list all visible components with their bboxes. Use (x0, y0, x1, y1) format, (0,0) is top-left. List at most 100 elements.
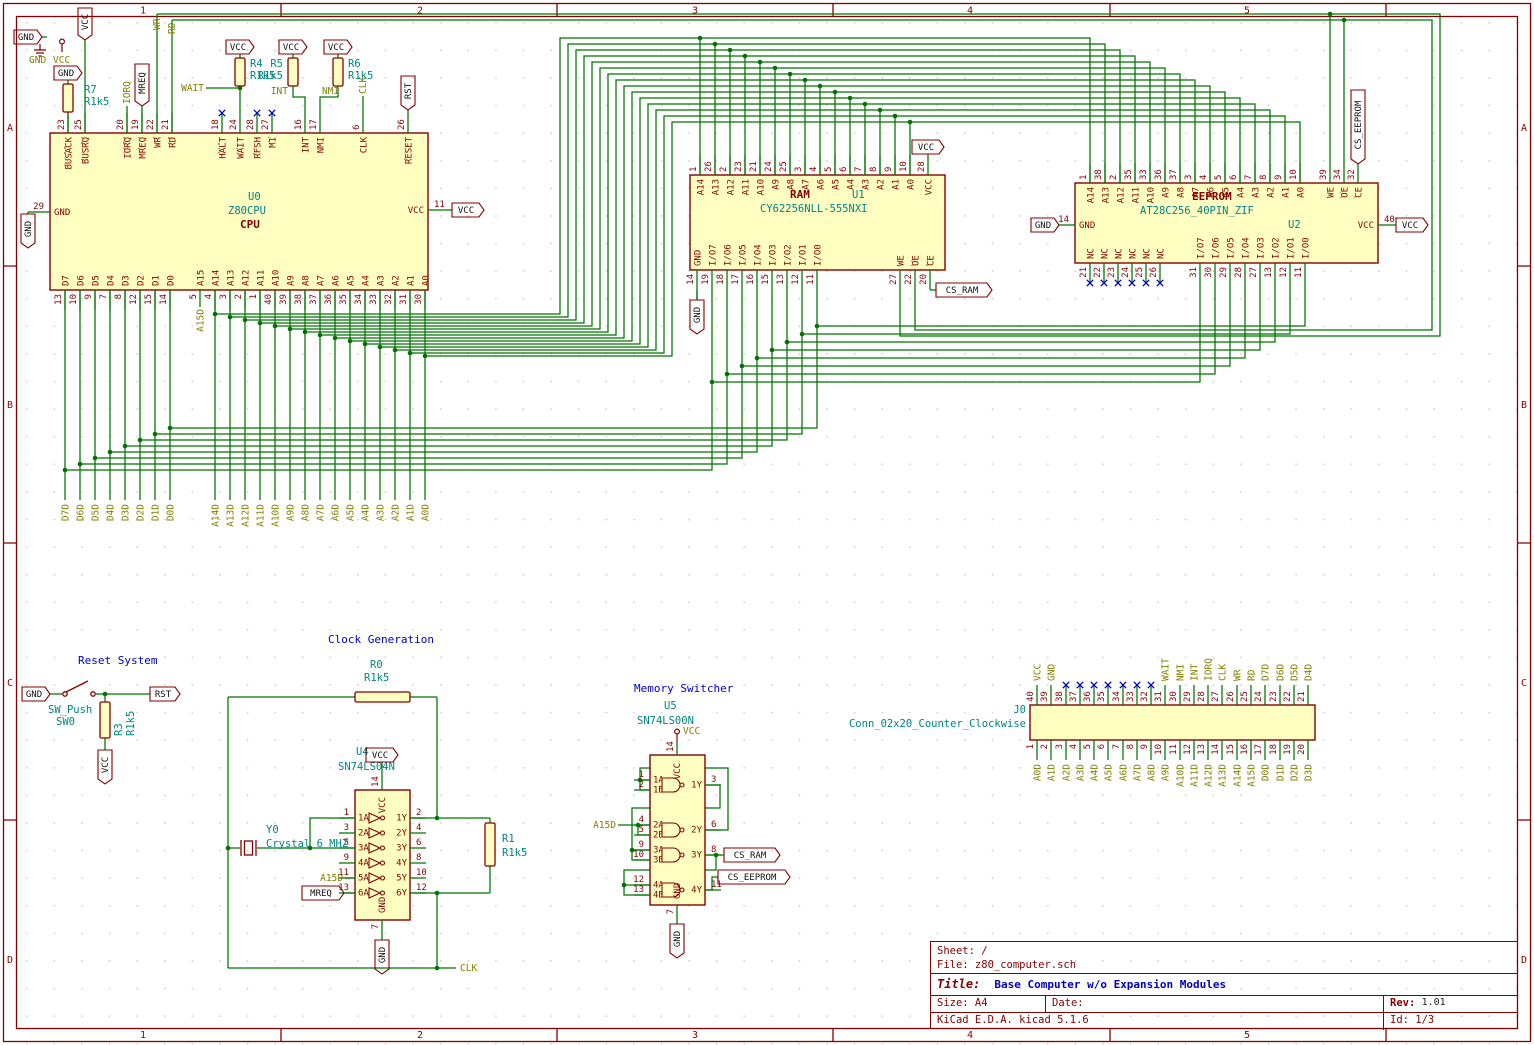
component-text[interactable]: Crystal 6 MHZ (266, 838, 348, 850)
net-label[interactable]: D1D (1276, 764, 1287, 781)
net-label[interactable]: A1D (1047, 764, 1058, 781)
component-text[interactable]: R5 (270, 58, 283, 70)
net-label[interactable]: A15D (320, 873, 343, 884)
net-label[interactable]: VCC (1033, 664, 1044, 681)
net-label[interactable]: INT (1190, 664, 1201, 681)
net-label[interactable]: RD (1247, 669, 1258, 681)
component-text[interactable]: R1 (502, 833, 515, 845)
net-label[interactable]: D3D (1304, 764, 1315, 781)
ram-text[interactable]: U1 (852, 189, 865, 201)
switch-icon[interactable] (91, 692, 95, 696)
net-label[interactable]: VCC (53, 55, 70, 66)
component-text[interactable]: R1k5 (364, 672, 389, 684)
r5-body[interactable] (288, 58, 298, 86)
net-label[interactable]: IORQ (1204, 658, 1215, 681)
ram-text[interactable]: RAM (790, 188, 810, 201)
net-label[interactable]: D1D (151, 504, 162, 521)
net-label[interactable]: A12D (1204, 764, 1215, 787)
component-text[interactable]: R1k5 (502, 847, 527, 859)
net-label[interactable]: CLK (1218, 664, 1229, 681)
net-label[interactable]: A15D (593, 820, 616, 831)
net-label[interactable]: GND (29, 55, 46, 66)
note-text[interactable]: Reset System (78, 654, 158, 667)
net-label[interactable]: NMI (1176, 664, 1187, 681)
u5-text[interactable]: VCC (673, 763, 683, 779)
net-label[interactable]: A7D (1133, 764, 1144, 781)
net-label[interactable]: A9D (1161, 764, 1172, 781)
net-label[interactable]: WR (152, 18, 163, 30)
component-text[interactable]: R6 (348, 58, 361, 70)
ram-text[interactable]: CY62256NLL-555NXI (760, 203, 867, 215)
net-label[interactable]: A14D (1233, 764, 1244, 787)
u4-text[interactable]: GND (378, 897, 388, 913)
net-label[interactable]: D4D (1304, 664, 1315, 681)
net-label[interactable]: D3D (121, 504, 132, 521)
net-label[interactable]: A11D (256, 504, 267, 527)
net-label[interactable]: D5D (91, 504, 102, 521)
net-label[interactable]: WAIT (181, 83, 204, 94)
component-text[interactable]: SW_Push (48, 704, 92, 716)
net-label[interactable]: A2D (1062, 764, 1073, 781)
component-text[interactable]: R7 (84, 84, 97, 96)
net-label[interactable]: D2D (136, 504, 147, 521)
net-label[interactable]: A11D (1190, 764, 1201, 787)
net-label[interactable]: A5D (1104, 764, 1115, 781)
net-label[interactable]: RD (167, 22, 178, 34)
net-label[interactable]: D7D (61, 504, 72, 521)
component-text[interactable]: R1k5 (84, 96, 109, 108)
j0-text[interactable]: Conn_02x20_Counter_Clockwise (849, 718, 1026, 730)
net-label[interactable]: A6D (331, 504, 342, 521)
component-text[interactable]: R3 (113, 723, 125, 736)
net-label[interactable]: A8D (1147, 764, 1158, 781)
r4-body[interactable] (235, 58, 245, 86)
net-label[interactable]: D4D (106, 504, 117, 521)
crystal-icon[interactable] (245, 841, 253, 855)
net-label[interactable]: WAIT (1161, 658, 1172, 681)
net-label[interactable]: A0D (421, 504, 432, 521)
net-label[interactable]: A13D (226, 504, 237, 527)
component-text[interactable]: R1k5 (125, 711, 137, 736)
r6-body[interactable] (333, 58, 343, 86)
net-label[interactable]: IORQ (122, 81, 133, 104)
net-label[interactable]: D0D (1261, 764, 1272, 781)
net-label[interactable]: WR (1233, 669, 1244, 681)
net-label[interactable]: A3D (1076, 764, 1087, 781)
r0-body[interactable] (355, 692, 410, 702)
net-label[interactable]: A4D (1090, 764, 1101, 781)
switch-lever-icon[interactable] (66, 681, 88, 692)
net-label[interactable]: D2D (1290, 764, 1301, 781)
net-label[interactable]: NMI (322, 86, 339, 97)
net-label[interactable]: INT (271, 86, 288, 97)
net-label[interactable]: VCC (683, 726, 700, 737)
net-label[interactable]: A4D (361, 504, 372, 521)
r7-body[interactable] (63, 84, 73, 112)
component-text[interactable]: R4 (250, 58, 263, 70)
net-label[interactable]: A0D (1033, 764, 1044, 781)
net-label[interactable]: A12D (241, 504, 252, 527)
cpu-text[interactable]: Z80CPU (228, 205, 266, 217)
net-label[interactable]: D7D (1261, 664, 1272, 681)
switch-icon[interactable] (63, 692, 67, 696)
net-label[interactable]: GND (1047, 664, 1058, 681)
cpu-text[interactable]: CPU (240, 218, 260, 231)
net-label[interactable]: A13D (1218, 764, 1229, 787)
component-text[interactable]: R1k5 (258, 70, 283, 82)
component-text[interactable]: R0 (370, 659, 383, 671)
net-label[interactable]: D6D (1276, 664, 1287, 681)
net-label[interactable]: A14D (211, 504, 222, 527)
u5-text[interactable]: GND (673, 883, 683, 899)
eeprom-text[interactable]: AT28C256_40PIN_ZIF (1140, 205, 1254, 217)
net-label[interactable]: A2D (391, 504, 402, 521)
crystal-icon[interactable] (241, 840, 256, 856)
j0-body[interactable] (1030, 705, 1315, 740)
component-text[interactable]: Y0 (266, 824, 279, 836)
net-label[interactable]: A5D (346, 504, 357, 521)
note-text[interactable]: Memory Switcher (634, 682, 734, 695)
net-label[interactable]: A9D (286, 504, 297, 521)
j0-text[interactable]: J0 (1013, 704, 1026, 716)
net-label[interactable]: CLK (358, 77, 369, 94)
u5-text[interactable]: U5 (664, 700, 677, 712)
net-label[interactable]: CLK (460, 963, 477, 974)
eeprom-text[interactable]: U2 (1288, 219, 1301, 231)
note-text[interactable]: Clock Generation (328, 633, 434, 646)
